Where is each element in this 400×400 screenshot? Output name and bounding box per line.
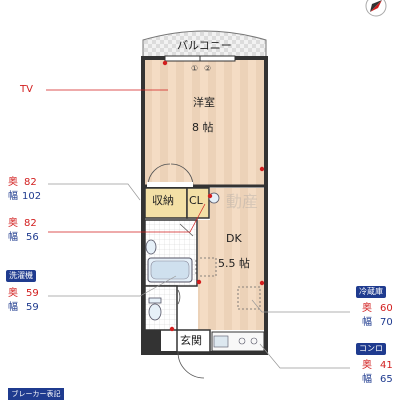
balcony-window (164, 55, 236, 62)
fridge-depth-value: 60 (380, 303, 393, 314)
western-room-size: 8 帖 (192, 121, 214, 134)
fridge-slot (237, 286, 261, 310)
closet-width-label: 幅 (8, 232, 18, 243)
stove-width-value: 65 (380, 374, 393, 385)
western-room-doors (147, 163, 194, 187)
toilet-icon (148, 297, 162, 321)
closet-depth-value: 82 (24, 218, 37, 229)
washer-width-value: 59 (26, 302, 39, 313)
washer-slot (195, 257, 217, 277)
storage-area (144, 187, 188, 219)
storage-width-value: 102 (22, 191, 42, 202)
washer-depth-label: 奥 (8, 288, 18, 299)
western-room-label: 洋室 (193, 96, 215, 109)
dk-label: DK (226, 232, 242, 245)
toilet-room (144, 285, 178, 331)
bath-door (179, 223, 194, 237)
stove-depth-label: 奥 (362, 360, 372, 371)
tv-callout: TV (20, 84, 33, 95)
kitchen-counter (211, 331, 265, 352)
toilet-door (177, 289, 181, 305)
leader-lines (46, 89, 350, 369)
entrance-label: 玄関 (180, 334, 202, 347)
dk-size: 5.5 帖 (218, 257, 250, 270)
storage-depth-label: 奥 (8, 177, 18, 188)
washbasin-icon (145, 239, 157, 255)
storage-label: 収納 (152, 194, 174, 207)
fridge-width-label: 幅 (362, 317, 372, 328)
breaker-tag: ブレーカー表記 (8, 388, 64, 400)
stove-tag: コンロ (356, 343, 386, 355)
fridge-depth-label: 奥 (362, 303, 372, 314)
western-room-floor (145, 60, 264, 186)
outlet-markers (141, 60, 265, 332)
dk-floor-upper (210, 188, 264, 220)
fridge-tag: 冷蔵庫 (356, 286, 386, 298)
washer-tag: 洗濯機 (6, 270, 36, 282)
entrance-door (177, 351, 205, 379)
balcony (142, 30, 267, 61)
bathtub-icon (147, 257, 193, 283)
washer-depth-value: 59 (26, 288, 39, 299)
window-marker-2: ② (204, 64, 212, 73)
storage-depth-value: 82 (24, 177, 37, 188)
closet-width-value: 56 (26, 232, 39, 243)
storage-width-label: 幅 (8, 191, 18, 202)
closet-depth-label: 奥 (8, 218, 18, 229)
compass-icon (365, 0, 387, 17)
watermark-text: 動産 (226, 192, 259, 211)
closet-area (186, 187, 210, 219)
shoe-cabinet (143, 330, 161, 352)
fridge-width-value: 70 (380, 317, 393, 328)
entrance-area (176, 329, 211, 353)
dk-floor (198, 220, 264, 330)
closet-label: CL (189, 194, 203, 207)
washer-width-label: 幅 (8, 302, 18, 313)
stove-depth-value: 41 (380, 360, 393, 371)
stove-width-label: 幅 (362, 374, 372, 385)
window-marker-1: ① (191, 64, 199, 73)
balcony-label: バルコニー (177, 39, 232, 52)
